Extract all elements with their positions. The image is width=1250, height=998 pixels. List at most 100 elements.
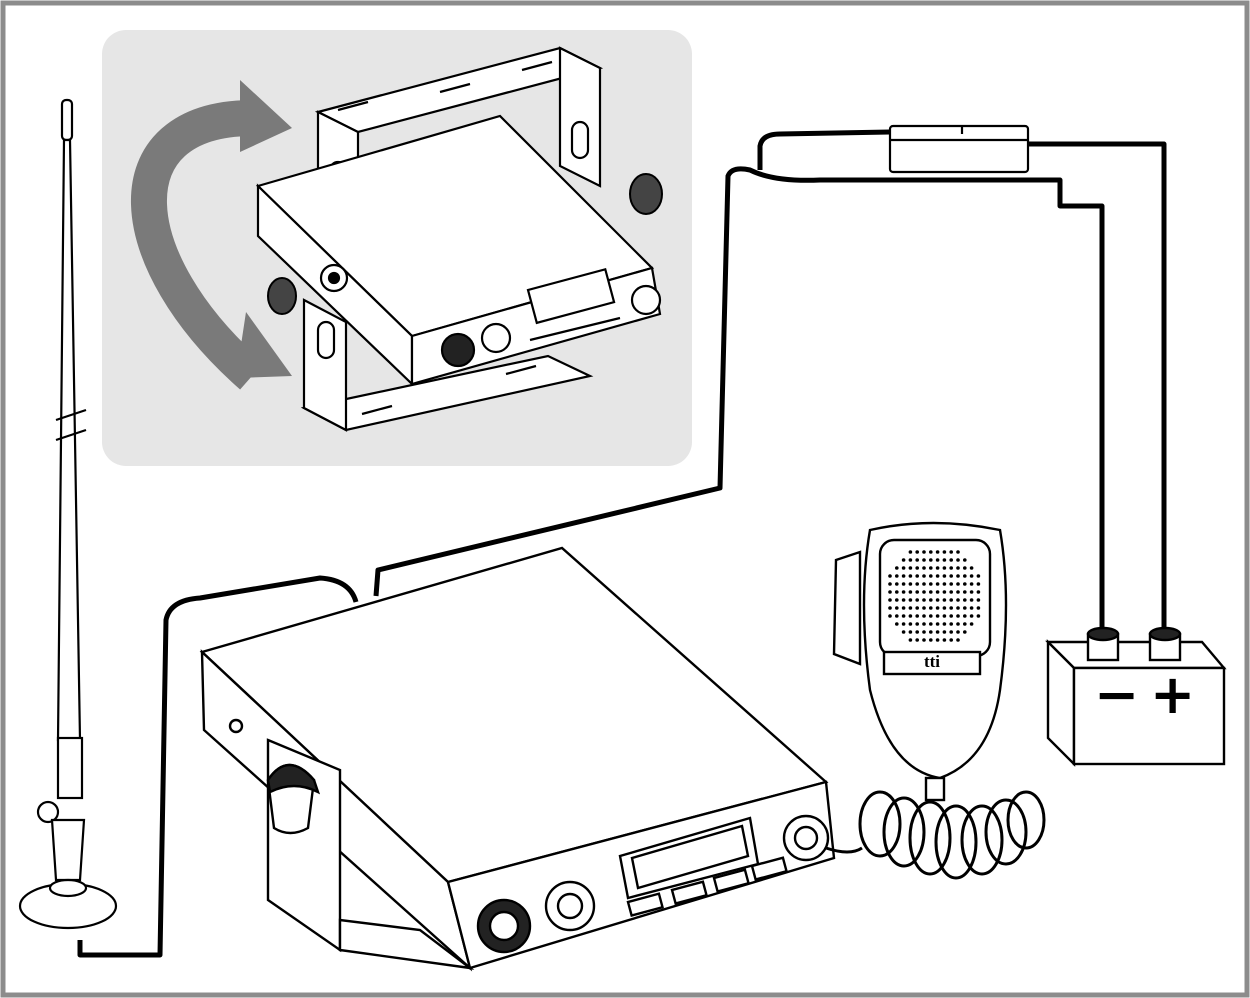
battery-positive-label: + bbox=[1150, 663, 1196, 726]
grille-dot bbox=[963, 590, 967, 594]
grille-dot bbox=[922, 598, 926, 602]
grille-dot bbox=[895, 590, 899, 594]
grille-dot bbox=[895, 614, 899, 618]
grille-dot bbox=[942, 550, 947, 554]
grille-dot bbox=[888, 574, 892, 578]
grille-dot bbox=[915, 638, 919, 642]
grille-dot bbox=[888, 598, 892, 602]
grille-dot bbox=[929, 574, 933, 578]
grille-dot bbox=[949, 582, 953, 586]
grille-dot bbox=[901, 558, 906, 562]
grille-dot bbox=[901, 590, 906, 594]
grille-dot bbox=[908, 590, 913, 594]
grille-dot bbox=[969, 614, 974, 618]
grille-dot bbox=[949, 614, 953, 618]
grille-dot bbox=[949, 638, 953, 642]
grille-dot bbox=[935, 638, 940, 642]
grille-dot bbox=[922, 638, 926, 642]
grille-dot bbox=[915, 598, 919, 602]
grille-dot bbox=[942, 606, 947, 610]
grille-dot bbox=[922, 630, 926, 634]
grille-dot bbox=[956, 614, 960, 618]
grille-dot bbox=[901, 598, 906, 602]
grille-dot bbox=[976, 606, 981, 610]
microphone-brand-label: tti bbox=[923, 652, 941, 671]
grille-dot bbox=[935, 582, 940, 586]
grille-dot bbox=[956, 622, 960, 626]
antenna-cable bbox=[77, 575, 359, 958]
grille-dot bbox=[908, 638, 913, 642]
grille-dot bbox=[976, 590, 981, 594]
grille-dot bbox=[908, 598, 913, 602]
grille-dot bbox=[922, 550, 926, 554]
grille-dot bbox=[901, 622, 906, 626]
grille-dot bbox=[915, 614, 919, 618]
grille-dot bbox=[963, 630, 967, 634]
grille-dot bbox=[949, 550, 953, 554]
grille-dot bbox=[976, 598, 981, 602]
negative-power-lead bbox=[373, 166, 1105, 640]
grille-dot bbox=[969, 598, 974, 602]
inset-radio bbox=[255, 114, 662, 387]
grille-dot bbox=[908, 630, 913, 634]
grille-dot bbox=[935, 590, 940, 594]
grille-dot bbox=[929, 582, 933, 586]
grille-dot bbox=[969, 606, 974, 610]
grille-dot bbox=[935, 606, 940, 610]
grille-dot bbox=[915, 558, 919, 562]
grille-dot bbox=[942, 566, 947, 570]
grille-dot bbox=[956, 606, 960, 610]
grille-dot bbox=[895, 598, 899, 602]
grille-dot bbox=[929, 630, 933, 634]
grille-dot bbox=[908, 566, 913, 570]
grille-dot bbox=[956, 558, 960, 562]
grille-dot bbox=[976, 614, 981, 618]
battery-icon bbox=[1045, 626, 1227, 767]
grille-dot bbox=[956, 574, 960, 578]
grille-dot bbox=[895, 622, 899, 626]
grille-dot bbox=[929, 566, 933, 570]
grille-dot bbox=[935, 574, 940, 578]
grille-dot bbox=[942, 614, 947, 618]
grille-dot bbox=[963, 598, 967, 602]
grille-dot bbox=[915, 582, 919, 586]
grille-dot bbox=[929, 606, 933, 610]
grille-dot bbox=[976, 574, 981, 578]
grille-dot bbox=[922, 590, 926, 594]
grille-dot bbox=[935, 550, 940, 554]
grille-dot bbox=[929, 550, 933, 554]
grille-dot bbox=[935, 630, 940, 634]
antenna-icon bbox=[18, 98, 118, 930]
grille-dot bbox=[963, 606, 967, 610]
grille-dot bbox=[908, 614, 913, 618]
grille-dot bbox=[935, 558, 940, 562]
grille-dot bbox=[956, 590, 960, 594]
grille-dot bbox=[949, 558, 953, 562]
grille-dot bbox=[895, 566, 899, 570]
grille-dot bbox=[942, 630, 947, 634]
grille-dot bbox=[963, 558, 967, 562]
grille-dot bbox=[935, 622, 940, 626]
grille-dot bbox=[956, 582, 960, 586]
grille-dot bbox=[901, 630, 906, 634]
grille-dot bbox=[963, 574, 967, 578]
grille-dot bbox=[915, 566, 919, 570]
grille-dot bbox=[915, 574, 919, 578]
grille-dot bbox=[908, 606, 913, 610]
grille-dot bbox=[888, 582, 892, 586]
grille-dot bbox=[942, 598, 947, 602]
grille-dot bbox=[888, 590, 892, 594]
grille-dot bbox=[901, 614, 906, 618]
grille-dot bbox=[949, 566, 953, 570]
grille-dot bbox=[942, 590, 947, 594]
grille-dot bbox=[908, 622, 913, 626]
grille-dot bbox=[963, 614, 967, 618]
coiled-cord bbox=[825, 790, 1046, 880]
grille-dot bbox=[908, 574, 913, 578]
rotate-arrow-icon bbox=[131, 80, 292, 390]
grille-dot bbox=[929, 558, 933, 562]
grille-dot bbox=[949, 574, 953, 578]
grille-dot bbox=[901, 574, 906, 578]
